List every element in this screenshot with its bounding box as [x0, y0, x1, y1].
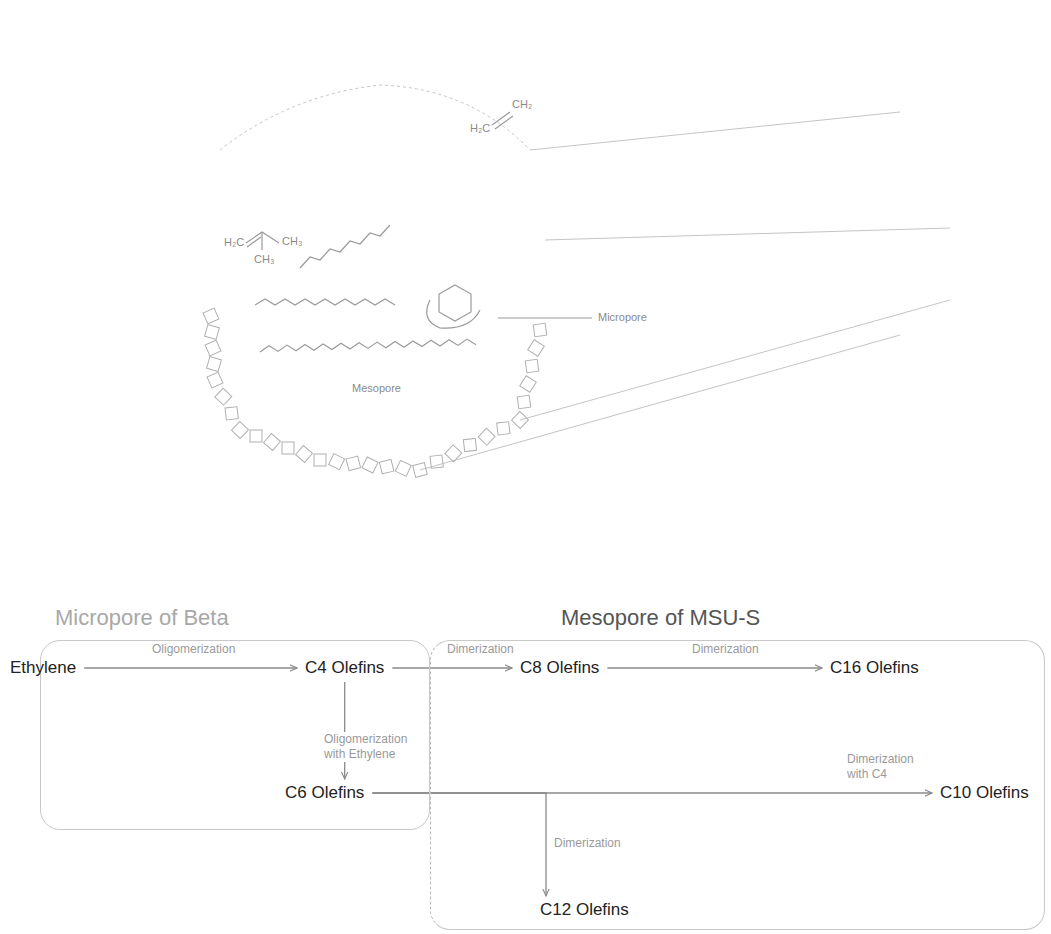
region-heading: Mesopore of MSU-S: [561, 605, 760, 631]
reaction-arrow: [84, 667, 297, 668]
double-bond: [492, 112, 510, 125]
molecule-bond: [261, 232, 262, 250]
node-label: C4 Olefins: [305, 658, 384, 678]
pore-wall-line: [530, 112, 900, 150]
chemical-group: CH₃: [254, 253, 274, 265]
node-label: C10 Olefins: [940, 783, 1029, 803]
edge-label: Dimerization: [552, 836, 623, 851]
callout-label: Micropore: [598, 311, 647, 323]
pore-region: Mesopore of MSU-SC8 OlefinsC16 OlefinsC1…: [430, 640, 1045, 930]
leader-line: [498, 317, 592, 318]
molecule-bond: [427, 300, 480, 328]
region-heading: Micropore of Beta: [55, 605, 229, 631]
olefin-node: C4 Olefins: [301, 656, 388, 680]
edge-label: Dimerization with C4: [845, 752, 929, 782]
pore-wall-line: [545, 228, 950, 240]
olefin-node: C6 Olefins: [281, 781, 368, 805]
olefin-node: C12 Olefins: [536, 898, 633, 922]
edge-label: Oligomerization: [150, 642, 237, 657]
node-label: C12 Olefins: [540, 900, 629, 920]
reaction-arrow: [607, 667, 822, 668]
aromatic-ring: [439, 285, 471, 321]
node-label: C8 Olefins: [520, 658, 599, 678]
node-label: Ethylene: [10, 658, 76, 678]
hydrocarbon-chain: [300, 225, 390, 268]
edge-label: Dimerization: [690, 642, 761, 657]
zeolite-framework: [203, 308, 547, 477]
reaction-arrow: [372, 793, 546, 896]
hydrocarbon-chain: [260, 339, 476, 352]
chemical-group: CH₃: [282, 235, 302, 247]
hydrocarbon-chain: [255, 299, 395, 305]
callout-label: Mesopore: [352, 382, 401, 394]
olefin-node: C10 Olefins: [936, 781, 1033, 805]
olefin-node: C16 Olefins: [826, 656, 923, 680]
edge-label: Dimerization: [445, 642, 516, 657]
node-label: C16 Olefins: [830, 658, 919, 678]
olefin-node: C8 Olefins: [516, 656, 603, 680]
chemical-group: H₂C: [224, 236, 244, 248]
edge-label: Oligomerization with Ethylene: [322, 732, 426, 762]
node-label: C6 Olefins: [285, 783, 364, 803]
olefin-node: Ethylene: [6, 656, 80, 680]
reaction-arrow: [392, 667, 512, 668]
pore-wall-line: [420, 335, 900, 470]
reaction-arrow: [344, 682, 345, 779]
chemical-group: CH₂: [512, 98, 532, 110]
chemical-group: H₂C: [470, 122, 490, 134]
double-bond: [247, 237, 261, 247]
pore-outline: [220, 85, 530, 150]
double-bond: [495, 116, 513, 129]
